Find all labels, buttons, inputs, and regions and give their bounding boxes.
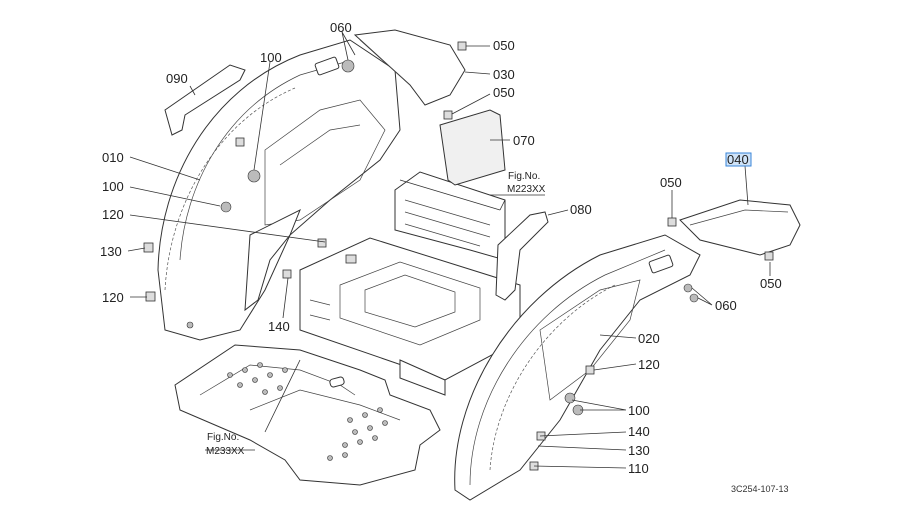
callout-090[interactable]: 090 bbox=[166, 71, 188, 86]
leader-lines bbox=[127, 31, 771, 469]
handle-080 bbox=[495, 211, 549, 301]
callout-120[interactable]: 120 bbox=[638, 357, 660, 372]
cover-040 bbox=[679, 199, 801, 256]
cover-030 bbox=[353, 29, 466, 106]
callout-040[interactable]: 040 bbox=[727, 152, 749, 167]
callout-110[interactable]: 110 bbox=[628, 461, 649, 476]
bracket bbox=[345, 254, 357, 264]
callout-130[interactable]: 130 bbox=[628, 443, 650, 458]
fig-ref-number: M233XX bbox=[206, 446, 245, 457]
callout-050[interactable]: 050 bbox=[660, 175, 682, 190]
fig-ref-number: M223XX bbox=[507, 184, 546, 195]
figure-reference-m233xx[interactable]: Fig.No. M233XX bbox=[206, 432, 245, 457]
drawing-code: 3C254-107-13 bbox=[731, 484, 789, 494]
callout-100[interactable]: 100 bbox=[260, 50, 282, 65]
callout-060[interactable]: 060 bbox=[330, 20, 352, 35]
callout-130[interactable]: 130 bbox=[100, 244, 122, 259]
callout-040-highlight bbox=[725, 152, 752, 167]
callout-020[interactable]: 020 bbox=[638, 331, 660, 346]
callout-050[interactable]: 050 bbox=[493, 38, 515, 53]
callout-100[interactable]: 100 bbox=[628, 403, 650, 418]
fig-ref-label: Fig.No. bbox=[207, 432, 239, 443]
callout-060[interactable]: 060 bbox=[715, 298, 737, 313]
callout-080[interactable]: 080 bbox=[570, 202, 592, 217]
callout-120[interactable]: 120 bbox=[102, 290, 124, 305]
callouts: 060 050 100 090 030 050 070 010 100 120 … bbox=[100, 20, 782, 476]
fig-ref-label: Fig.No. bbox=[508, 171, 540, 182]
callout-140[interactable]: 140 bbox=[628, 424, 650, 439]
callout-070[interactable]: 070 bbox=[513, 133, 535, 148]
callout-100[interactable]: 100 bbox=[102, 179, 124, 194]
callout-120[interactable]: 120 bbox=[102, 207, 124, 222]
callout-030[interactable]: 030 bbox=[493, 67, 515, 82]
seat-base-frame bbox=[299, 171, 521, 396]
handle-090 bbox=[164, 64, 246, 136]
figure-reference-m223xx[interactable]: Fig.No. M223XX bbox=[507, 171, 546, 195]
right-fender bbox=[454, 234, 701, 501]
callout-050[interactable]: 050 bbox=[760, 276, 782, 291]
callout-140[interactable]: 140 bbox=[268, 319, 290, 334]
callout-050[interactable]: 050 bbox=[493, 85, 515, 100]
floor-plate-holes bbox=[227, 362, 388, 461]
left-fender bbox=[157, 39, 401, 341]
panel-070 bbox=[439, 109, 506, 186]
floor-plate bbox=[174, 344, 441, 486]
callout-010[interactable]: 010 bbox=[102, 150, 124, 165]
